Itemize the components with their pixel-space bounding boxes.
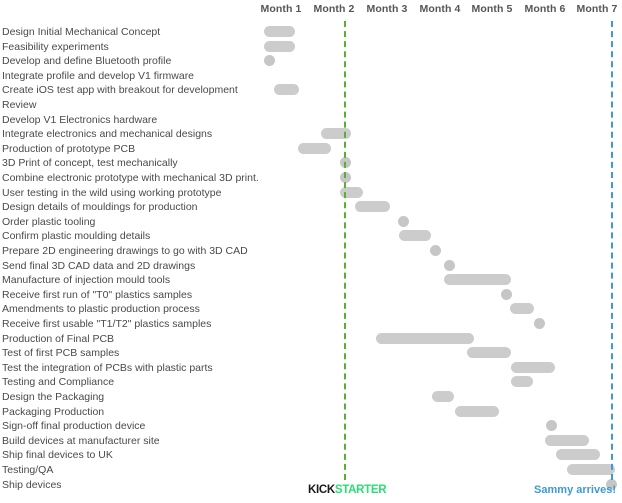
task-label: Design Initial Mechanical Concept (2, 26, 161, 38)
gantt-milestone-marker (501, 288, 512, 300)
task-label: Sign-off final production device (2, 420, 146, 433)
gantt-bar (264, 40, 295, 52)
chart-footer: KICKSTARTER Sammy arrives! (0, 483, 622, 503)
task-label: Feasibility experiments (2, 40, 109, 53)
task-label: Test the integration of PCBs with plasti… (2, 361, 213, 374)
task-label: Develop and define Bluetooth profile (2, 55, 172, 68)
task-label: Receive first usable "T1/T2" plastics sa… (2, 318, 212, 330)
task-label: Ship final devices to UK (2, 449, 113, 462)
task-label: User testing in the wild using working p… (2, 186, 222, 199)
gantt-milestone-marker (444, 259, 455, 271)
gantt-bar (455, 405, 499, 417)
gantt-bar (444, 274, 511, 286)
task-label: Design details of mouldings for producti… (2, 201, 198, 214)
task-label: Review (2, 99, 37, 111)
task-label: Testing/QA (2, 464, 54, 476)
month-header-row: Month 1 Month 2 Month 3 Month 4 Month 5 Month… (0, 0, 622, 22)
month-header-6: Month 6 (524, 3, 566, 15)
gantt-bar (567, 464, 615, 475)
gantt-bar (376, 332, 474, 344)
gantt-bar (274, 84, 299, 96)
task-label: 3D Print of concept, test mechanically (2, 157, 178, 170)
task-label: Send final 3D CAD data and 2D drawings (2, 259, 196, 272)
month-header-2: Month 2 (313, 3, 355, 15)
task-label: Amendments to plastic production process (2, 303, 200, 316)
kickstarter-logo-kick: KICK (308, 484, 335, 496)
task-label: Ship devices (2, 478, 62, 491)
gantt-milestone-marker (546, 420, 557, 432)
gantt-bar (511, 376, 533, 388)
task-label: Create iOS test app with breakout for de… (2, 84, 238, 97)
gantt-bar (399, 230, 431, 242)
gantt-bar (511, 361, 555, 373)
task-label: Design the Packaging (2, 391, 105, 403)
month-header-3: Month 3 (366, 3, 408, 15)
task-label: Develop V1 Electronics hardware (2, 113, 158, 126)
month-header-4: Month 4 (419, 3, 461, 15)
task-label: Manufacture of injection mould tools (2, 274, 171, 287)
sammy-arrives-marker (611, 21, 613, 480)
gantt-milestone-marker (264, 55, 275, 67)
gantt-milestone-marker (534, 318, 545, 329)
kickstarter-logo: KICKSTARTER (308, 484, 387, 496)
month-header-1: Month 1 (260, 3, 302, 15)
month-header-7: Month 7 (576, 3, 618, 15)
task-label: Production of prototype PCB (2, 142, 136, 155)
task-label: Packaging Production (2, 405, 105, 418)
gantt-bar (321, 128, 351, 140)
gantt-bar (432, 391, 454, 402)
task-label: Order plastic tooling (2, 215, 96, 228)
funding-deadline-marker (344, 21, 346, 480)
gantt-bar (556, 449, 600, 461)
task-label: Combine electronic prototype with mechan… (2, 172, 259, 184)
gantt-bar (355, 201, 390, 213)
gantt-milestone-marker (430, 245, 441, 256)
gantt-milestone-marker (398, 215, 409, 227)
gantt-bar (545, 434, 589, 446)
task-label: Testing and Compliance (2, 376, 115, 389)
task-label: Integrate profile and develop V1 firmwar… (2, 69, 195, 82)
task-label: Production of Final PCB (2, 332, 115, 345)
task-label: Build devices at manufacturer site (2, 434, 160, 447)
kickstarter-logo-starter: STARTER (334, 484, 387, 496)
gantt-milestone-marker (606, 478, 617, 490)
gantt-bar (510, 303, 534, 315)
month-header-5: Month 5 (471, 3, 513, 15)
task-label: Integrate electronics and mechanical des… (2, 128, 213, 141)
gantt-bar (340, 186, 363, 198)
gantt-bar (298, 142, 331, 154)
gantt-bar (467, 347, 511, 359)
sammy-arrives-label: Sammy arrives! (534, 484, 616, 496)
task-label: Confirm plastic moulding details (2, 230, 151, 243)
task-label: Prepare 2D engineering drawings to go wi… (2, 245, 248, 257)
task-label: Receive first run of "T0" plastics sampl… (2, 288, 193, 301)
gantt-bar (264, 26, 295, 37)
task-label: Test of first PCB samples (2, 347, 120, 360)
gantt-plot-area (264, 21, 617, 490)
